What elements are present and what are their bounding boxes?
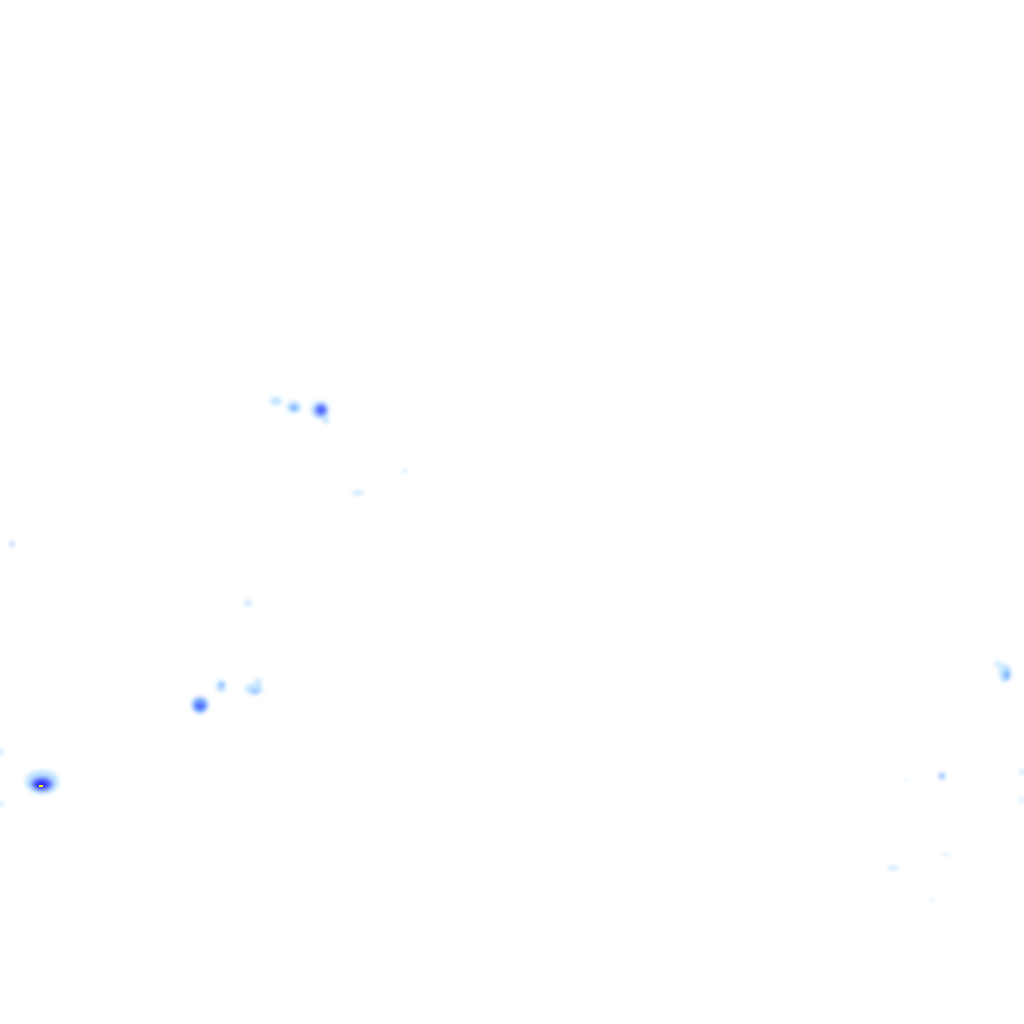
precip-cell-light: [244, 600, 252, 606]
precip-cell-light: [888, 866, 898, 870]
precip-cell-light: [270, 397, 282, 405]
precip-cell-heavy: [315, 404, 327, 416]
precip-cell-light: [352, 491, 364, 495]
precip-cell-light: [403, 469, 407, 473]
precip-cell-light: [905, 778, 907, 782]
precip-cell-moderate: [220, 682, 224, 688]
precip-cell-light: [1020, 769, 1024, 775]
precip-cell-light: [930, 899, 934, 901]
precip-cell-light: [263, 576, 265, 578]
precip-cell-moderate: [939, 773, 945, 779]
precip-cell-light: [0, 801, 3, 807]
precip-cell-heavy: [195, 702, 205, 710]
precip-cell-moderate: [251, 690, 259, 694]
precip-cell-light: [323, 416, 329, 424]
precip-cell-moderate: [1004, 670, 1010, 680]
precip-cell-light: [995, 661, 1001, 667]
precip-cell-light: [1020, 797, 1024, 803]
precip-cell-light: [942, 853, 950, 855]
precip-cell-light: [0, 748, 3, 756]
precip-cell-moderate: [290, 405, 298, 411]
precip-cell-light: [255, 678, 261, 686]
precip-cell-moderate: [10, 542, 14, 546]
peak-intensity-pixel: [39, 785, 43, 787]
